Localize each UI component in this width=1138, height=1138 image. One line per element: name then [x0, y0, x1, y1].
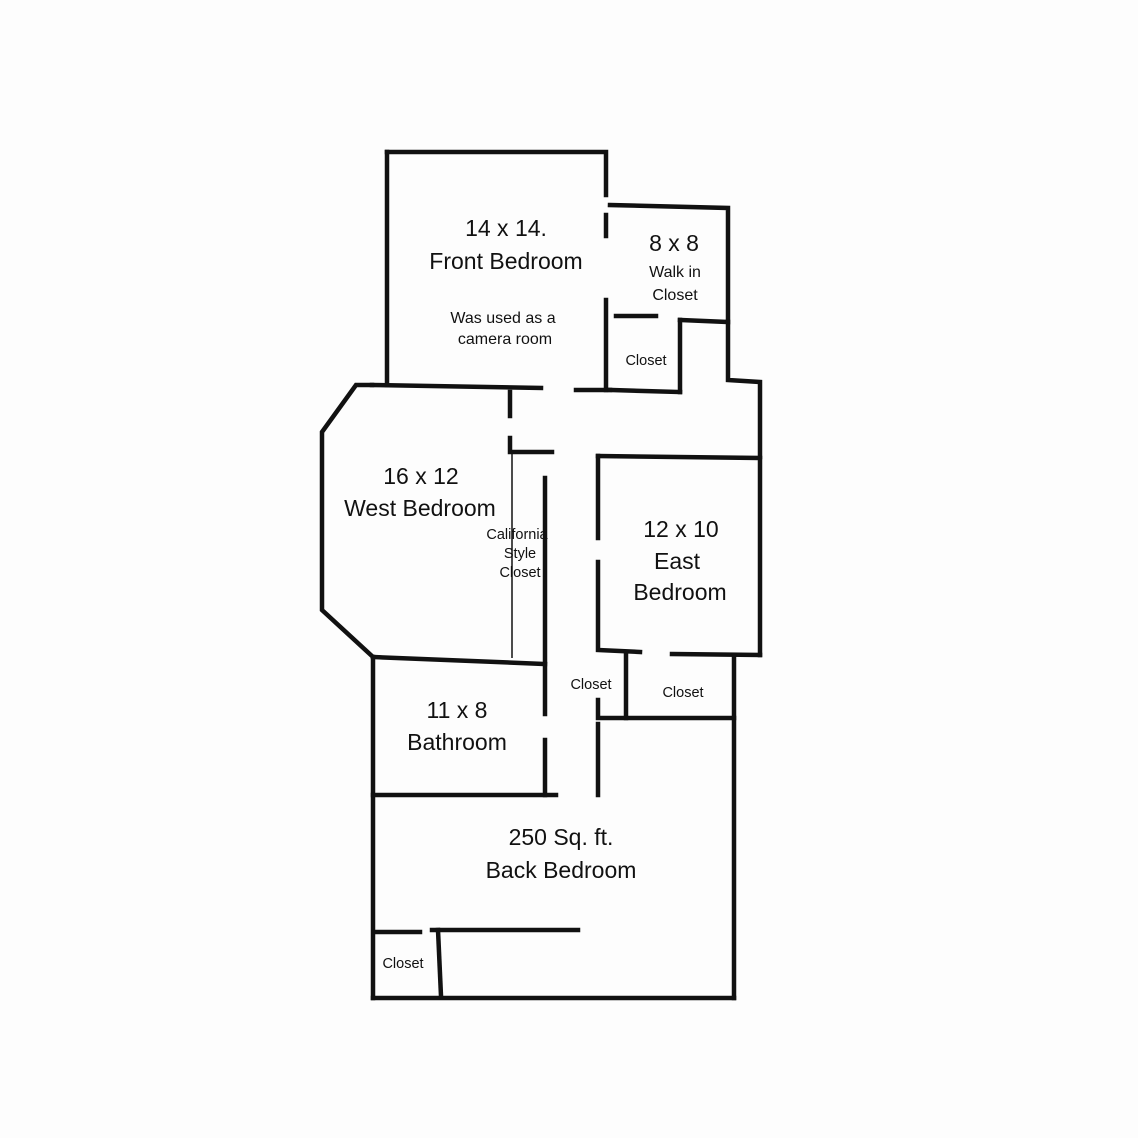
back-bedroom-name: Back Bedroom [486, 857, 637, 883]
back-closet-label: Closet [382, 956, 423, 972]
room-east-bedroom[interactable]: 12 x 10 East Bedroom [633, 516, 726, 605]
hall-closet-label: Closet [570, 677, 611, 693]
room-back-closet[interactable]: Closet [382, 956, 423, 972]
room-west-bedroom[interactable]: 16 x 12 West Bedroom [344, 463, 496, 521]
walk-in-closet-size: 8 x 8 [649, 230, 699, 256]
front-bedroom-name: Front Bedroom [429, 248, 582, 274]
east-closet-label: Closet [662, 685, 703, 701]
walk-in-closet-line2: Closet [652, 287, 698, 304]
east-bedroom-size: 12 x 10 [643, 516, 718, 542]
room-walk-in-closet[interactable]: 8 x 8 Walk in Closet [649, 230, 701, 304]
room-front-closet[interactable]: Closet [625, 353, 666, 369]
walls [319, 149, 763, 1001]
east-bedroom-line2: Bedroom [633, 579, 726, 605]
back-bedroom-size: 250 Sq. ft. [509, 824, 614, 850]
front-bedroom-size: 14 x 14. [465, 215, 547, 241]
front-closet-label: Closet [625, 353, 666, 369]
walk-in-closet-line1: Walk in [649, 264, 701, 281]
room-california-closet[interactable]: California Style Closet [486, 527, 548, 581]
room-east-closet[interactable]: Closet [662, 685, 703, 701]
room-bathroom[interactable]: 11 x 8 Bathroom [407, 697, 507, 755]
room-hall-closet[interactable]: Closet [570, 677, 611, 693]
bathroom-name: Bathroom [407, 729, 507, 755]
west-bedroom-size: 16 x 12 [383, 463, 458, 489]
front-bedroom-note-line2: camera room [458, 331, 552, 348]
bathroom-size: 11 x 8 [427, 697, 488, 723]
room-front-bedroom[interactable]: 14 x 14. Front Bedroom Was used as a cam… [429, 215, 582, 348]
california-closet-line2: Style [504, 546, 536, 562]
west-bedroom-name: West Bedroom [344, 495, 496, 521]
front-bedroom-note-line1: Was used as a [450, 310, 555, 327]
room-back-bedroom[interactable]: 250 Sq. ft. Back Bedroom [486, 824, 637, 883]
california-closet-line1: California [486, 527, 548, 543]
east-bedroom-line1: East [654, 548, 701, 574]
california-closet-line3: Closet [499, 565, 540, 581]
